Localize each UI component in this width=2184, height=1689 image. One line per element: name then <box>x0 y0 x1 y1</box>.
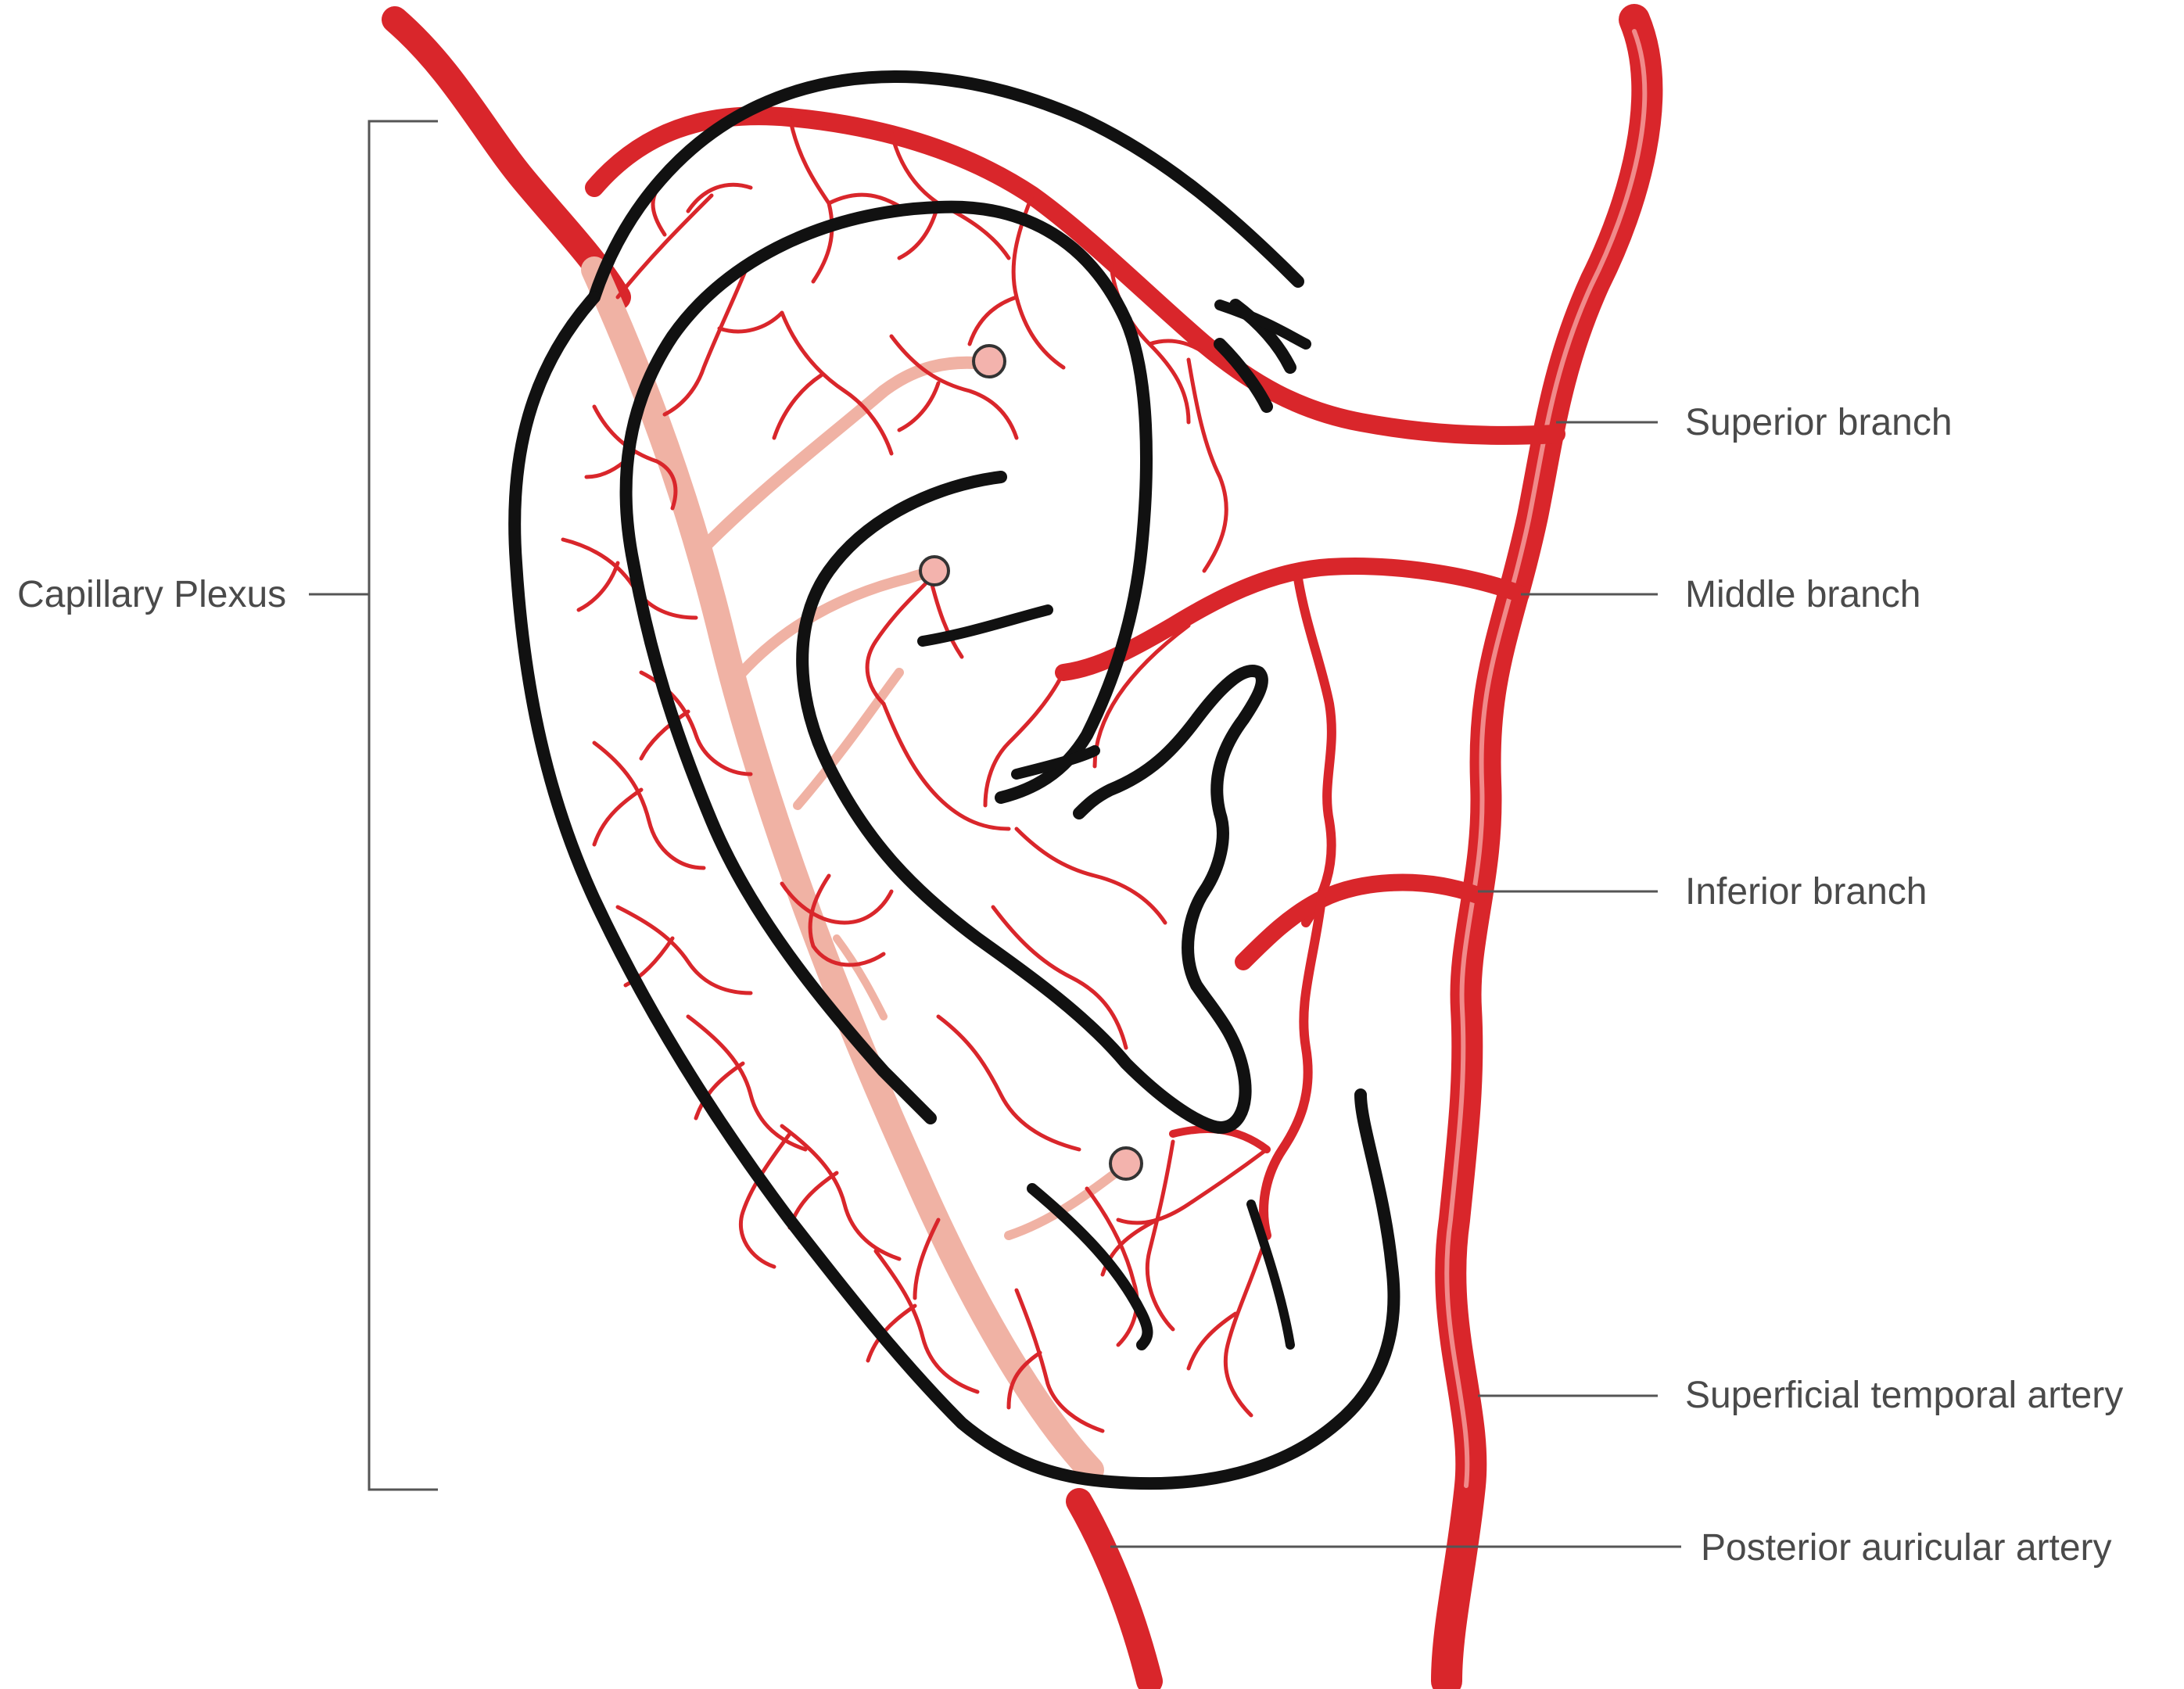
inferior-branch-label: Inferior branch <box>1685 871 1928 913</box>
capillary-plexus-label: Capillary Plexus <box>17 574 286 615</box>
circle-marker-icon <box>919 555 950 586</box>
superior-branch-vessel <box>585 106 1565 445</box>
leader-lines <box>1110 421 1681 1548</box>
posterior-auricular-artery-label: Posterior auricular artery <box>1701 1527 2112 1569</box>
middle-branch-label: Middle branch <box>1685 574 1921 615</box>
circle-markers <box>919 344 1143 1181</box>
superficial-temporal-artery-vessel <box>1431 4 1663 1689</box>
circle-marker-icon <box>1109 1146 1143 1181</box>
ear-outline <box>508 70 1400 1490</box>
circle-marker-icon <box>972 344 1006 378</box>
labels: Capillary Plexus Superior branch Middle … <box>17 402 2123 1569</box>
capillary-plexus-bracket <box>309 120 438 1491</box>
superficial-temporal-artery-label: Superficial temporal artery <box>1685 1375 2123 1416</box>
superior-branch-label: Superior branch <box>1685 402 1953 443</box>
posterior-auricular-artery-pale <box>581 256 1131 1483</box>
capillary-plexus-vessels <box>561 115 1269 1433</box>
